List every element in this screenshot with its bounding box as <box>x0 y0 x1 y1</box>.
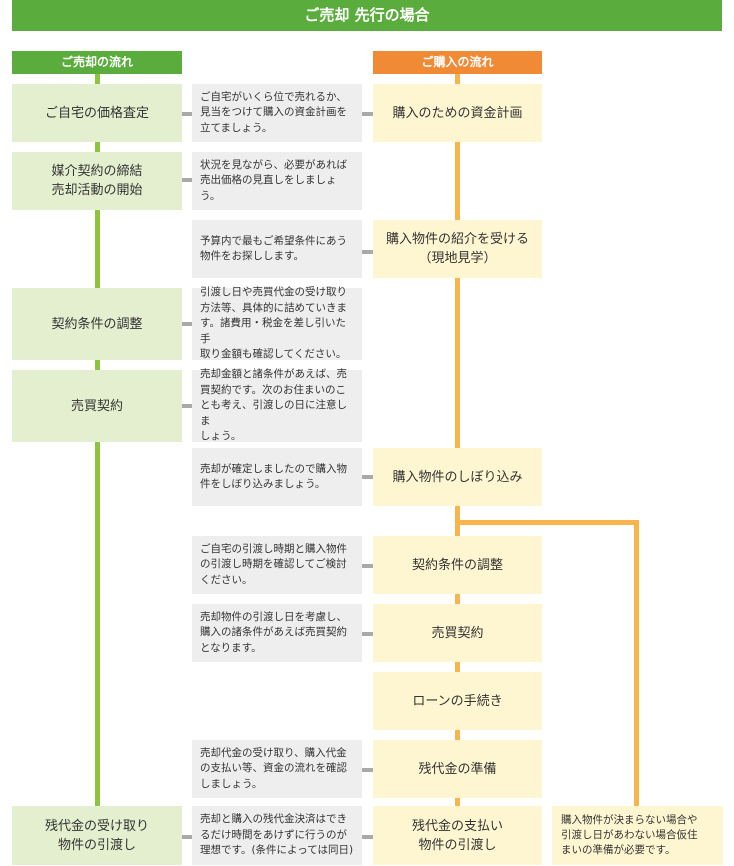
page-title: ご売却 先行の場合 <box>12 0 722 31</box>
connector <box>180 112 194 116</box>
connector <box>360 835 375 839</box>
note-box: 売却物件の引渡し日を考慮し、 購入の諸条件があえば売買契約 となります。 <box>192 604 362 662</box>
note-box: 売却代金の受け取り、購入代金 の支払い等、資金の流れを確認 しましょう。 <box>192 740 362 798</box>
branch-line-vertical <box>634 520 639 807</box>
purchase-step-loan-procedure: ローンの手続き <box>373 672 542 730</box>
connector <box>180 322 194 326</box>
purchase-step-payment-handover: 残代金の支払い 物件の引渡し <box>373 806 542 865</box>
note-box: 売却と購入の残代金決済はでき るだけ時間をあけずに行うのが 理想です。(条件によ… <box>192 806 362 865</box>
sale-step-price-appraisal: ご自宅の価格査定 <box>12 84 182 142</box>
note-box: 状況を見ながら、必要があれば 売出価格の見直しをしましょう。 <box>192 152 362 210</box>
note-box: 売却金額と諸条件があえば、売 買契約です。次のお住まいのこ とも考え、引渡しの日… <box>192 368 362 442</box>
purchase-flow-header: ご購入の流れ <box>373 51 542 74</box>
connector <box>180 835 194 839</box>
purchase-step-sales-contract: 売買契約 <box>373 604 542 662</box>
connector <box>360 632 375 636</box>
connector <box>180 178 194 182</box>
sale-flow-header: ご売却の流れ <box>12 51 182 74</box>
note-box: 売却が確定しましたので購入物 件をしぼり込みましょう。 <box>192 448 362 506</box>
sale-step-sales-contract: 売買契約 <box>12 370 182 442</box>
sale-step-contract-terms: 契約条件の調整 <box>12 288 182 360</box>
connector <box>360 475 375 479</box>
connector <box>360 564 375 568</box>
note-box: ご自宅がいくら位で売れるか、 見当をつけて購入の資金計画を 立てましょう。 <box>192 84 362 142</box>
note-box: 予算内で最もご希望条件にあう 物件をお探しします。 <box>192 220 362 278</box>
purchase-step-funding-plan: 購入のための資金計画 <box>373 84 542 142</box>
note-box: ご自宅の引渡し時期と購入物件 の引渡し時期を確認してご検討 ください。 <box>192 536 362 594</box>
temporary-housing-note: 購入物件が決まらない場合や 引渡し日があわない場合仮住 まいの準備が必要です。 <box>552 806 723 865</box>
branch-line-horizontal <box>455 520 639 525</box>
purchase-step-property-introduction: 購入物件の紹介を受ける （現地見学） <box>373 220 542 278</box>
sale-step-brokerage-contract: 媒介契約の締結 売却活動の開始 <box>12 152 182 210</box>
connector <box>360 112 375 116</box>
purchase-step-contract-terms: 契約条件の調整 <box>373 536 542 594</box>
purchase-step-narrow-down: 購入物件のしぼり込み <box>373 448 542 506</box>
connector <box>360 768 375 772</box>
sale-flow-line <box>95 74 100 834</box>
purchase-step-balance-preparation: 残代金の準備 <box>373 740 542 798</box>
note-box: 引渡し日や売買代金の受け取り 方法等、具体的に詰めていきま す。諸費用・税金を差… <box>192 286 362 360</box>
sale-step-settlement-handover: 残代金の受け取り 物件の引渡し <box>12 806 182 865</box>
connector <box>180 404 194 408</box>
connector <box>360 250 375 254</box>
